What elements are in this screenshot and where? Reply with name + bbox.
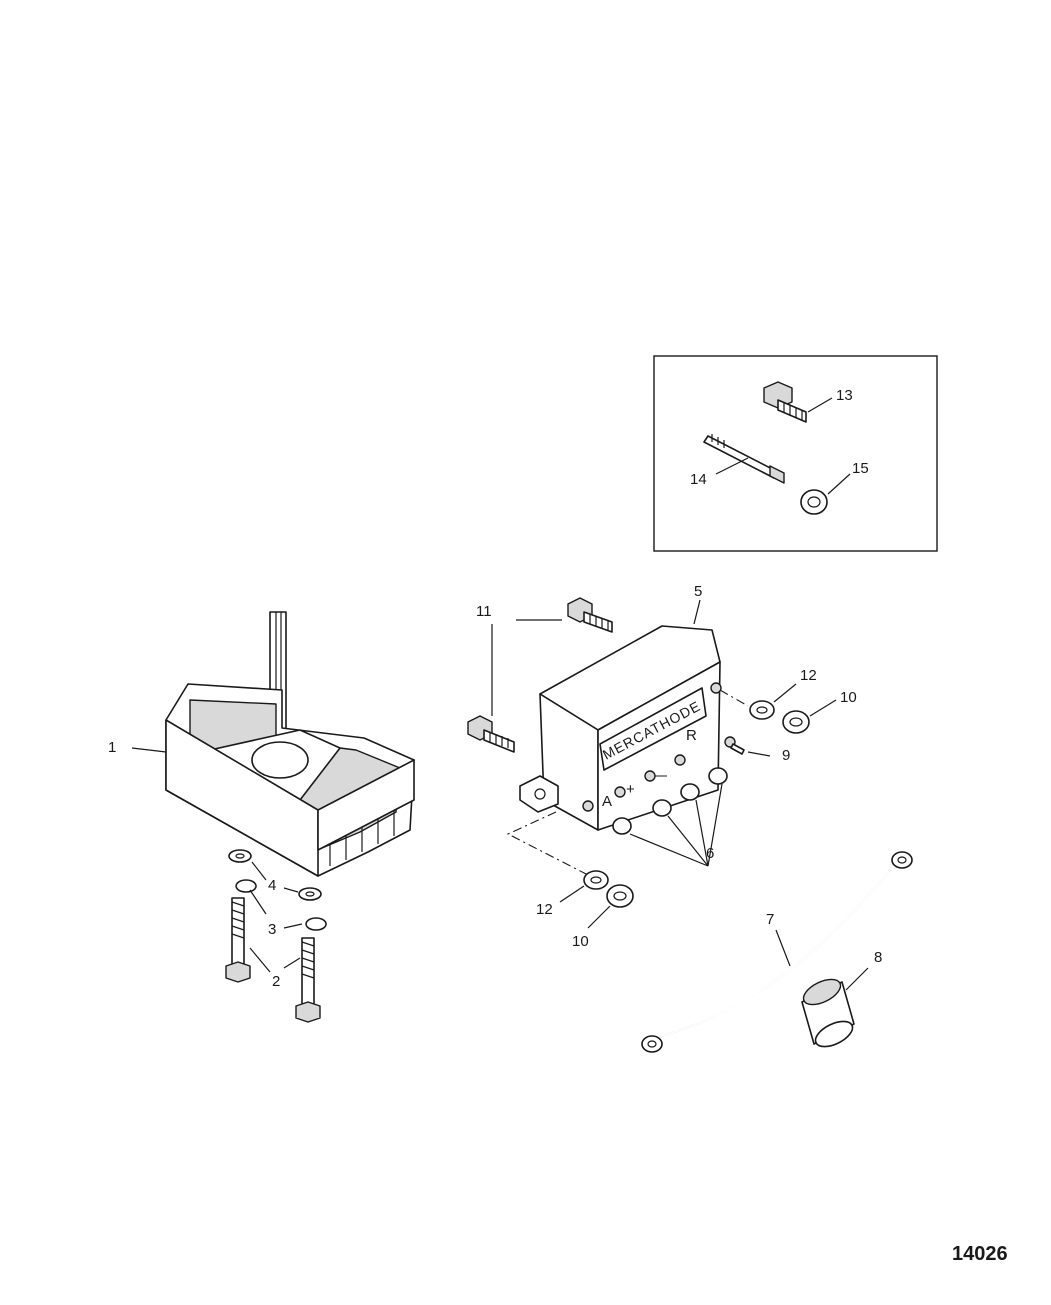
callout-10-left: 10 xyxy=(572,933,589,950)
centerline-left xyxy=(506,811,591,877)
bolt-11-lower xyxy=(467,715,515,753)
leader-8 xyxy=(845,967,869,991)
inset-box: 13 14 15 xyxy=(653,355,938,552)
figure-id: 14026 xyxy=(952,1243,1008,1265)
callout-7: 7 xyxy=(766,911,774,928)
terminal-label-a: A xyxy=(602,793,612,810)
terminal-label-minus: — xyxy=(652,767,667,784)
centerline-right xyxy=(719,689,749,707)
stud-14 xyxy=(703,434,785,484)
callout-1: 1 xyxy=(108,739,116,756)
callout-2: 2 xyxy=(272,973,280,990)
callout-6: 6 xyxy=(706,845,714,862)
callout-13: 13 xyxy=(836,387,853,404)
bolt-11-top xyxy=(567,597,613,633)
leader-9 xyxy=(747,751,771,757)
callout-15: 15 xyxy=(852,460,869,477)
leader-13 xyxy=(807,397,833,413)
nut-10-right xyxy=(782,710,810,734)
callout-5: 5 xyxy=(694,583,702,600)
bolt-13 xyxy=(763,381,807,423)
washer-12-right xyxy=(749,700,775,720)
nut-10-left xyxy=(606,884,634,908)
leader-10-left xyxy=(587,905,611,929)
leader-14 xyxy=(715,457,749,475)
terminal-label-plus: + xyxy=(626,781,635,798)
callout-11: 11 xyxy=(476,603,492,620)
callout-12-right: 12 xyxy=(800,667,817,684)
nuts-6 xyxy=(612,767,728,835)
leader-6 xyxy=(629,783,723,867)
terminal-label-r: R xyxy=(686,727,697,744)
callout-9: 9 xyxy=(782,747,790,764)
leader-11 xyxy=(491,619,562,716)
leader-10-right xyxy=(809,699,837,717)
screw-9 xyxy=(724,736,745,755)
callout-12-left: 12 xyxy=(536,901,553,918)
callout-8: 8 xyxy=(874,949,882,966)
callout-10-right: 10 xyxy=(840,689,857,706)
lock-washer-3 xyxy=(235,879,327,931)
mercathode-module-5: MERCATHODE A + — R xyxy=(519,625,722,831)
cap-8 xyxy=(801,978,855,1048)
callout-3: 3 xyxy=(268,921,276,938)
leader-12-left xyxy=(559,885,585,903)
callout-4: 4 xyxy=(268,877,276,894)
bracket-housing-1 xyxy=(165,611,415,877)
callout-14: 14 xyxy=(690,471,707,488)
leader-15 xyxy=(827,473,851,495)
ground-strap-7 xyxy=(641,851,913,1053)
leader-2 xyxy=(249,947,301,973)
leader-12-right xyxy=(773,683,797,703)
bolt-2 xyxy=(225,897,321,1023)
leader-5 xyxy=(693,599,701,625)
leader-4 xyxy=(251,861,299,893)
washer-4 xyxy=(228,849,322,901)
nut-15 xyxy=(800,489,828,515)
leader-7 xyxy=(775,929,791,967)
washer-12-left xyxy=(583,870,609,890)
leader-3 xyxy=(249,889,303,929)
leader-1 xyxy=(131,747,167,753)
